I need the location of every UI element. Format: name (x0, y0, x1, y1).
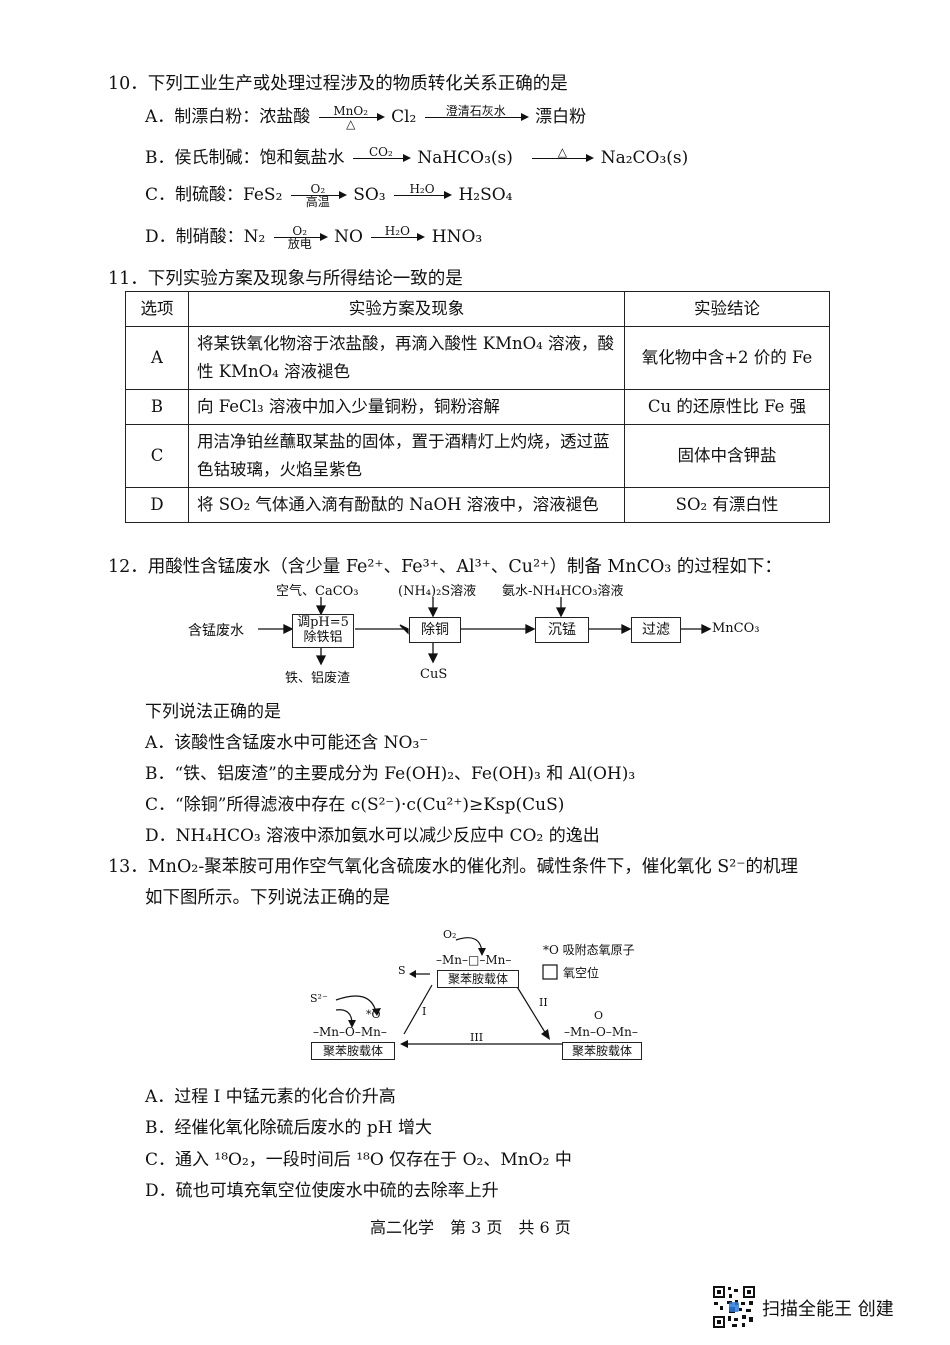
table-cell: D (125, 487, 189, 523)
mech-right-o: O (594, 1009, 604, 1022)
q10-a-label: A．制漂白粉：浓盐酸 (145, 107, 311, 127)
q12-option-d: D．NH₄HCO₃ 溶液中添加氨水可以减少反应中 CO₂ 的逸出 (145, 826, 600, 846)
arrow: CO₂ (352, 146, 411, 171)
table-cell: 氧化物中含+2 价的 Fe (624, 326, 830, 390)
flow-input: 含锰废水 (188, 623, 244, 639)
flow-box-ph: 调pH=5 除铁铝 (292, 614, 354, 648)
table-header: 实验方案及现象 (188, 291, 625, 327)
table-row: D 将 SO₂ 气体通入滴有酚酞的 NaOH 溶液中，溶液褪色 SO₂ 有漂白性 (125, 487, 830, 523)
mech-right-chain: –Mn–O–Mn– (564, 1025, 638, 1039)
mech-top-chain: –Mn–□–Mn– (436, 953, 512, 967)
q10-option-a: A．制漂白粉：浓盐酸 MnO₂△ Cl₂ 澄清石灰水 漂白粉 (145, 104, 587, 131)
mech-left-carrier: 聚苯胺载体 (311, 1042, 395, 1060)
q13-stem-line1: 13．MnO₂-聚苯胺可用作空气氧化含硫废水的催化剂。碱性条件下，催化氧化 S²… (108, 857, 799, 877)
qr-code-icon (712, 1285, 756, 1329)
table-cell: C (125, 424, 189, 488)
q12-option-b: B．“铁、铝废渣”的主要成分为 Fe(OH)₂、Fe(OH)₃ 和 Al(OH)… (145, 764, 636, 784)
page-footer: 高二化学 第 3 页 共 6 页 (370, 1218, 571, 1237)
mech-step-iii: III (470, 1031, 484, 1044)
table-row: A 将某铁氧化物溶于浓盐酸，再滴入酸性 KMnO₄ 溶液，酸性 KMnO₄ 溶液… (125, 326, 830, 390)
mech-s2: S²⁻ (310, 992, 328, 1005)
arrow: △ (532, 146, 595, 171)
table-cell: B (125, 389, 189, 425)
table-cell: 将 SO₂ 气体通入滴有酚酞的 NaOH 溶液中，溶液褪色 (188, 487, 625, 523)
mech-right-carrier: 聚苯胺载体 (562, 1042, 642, 1060)
table-cell: A (125, 326, 189, 390)
mech-top-carrier: 聚苯胺载体 (437, 970, 519, 988)
arrow: MnO₂△ (318, 105, 385, 130)
flow-product: MnCO₃ (712, 621, 760, 636)
table-row: C 用洁净铂丝蘸取某盐的固体，置于酒精灯上灼烧，透过蓝色钴玻璃，火焰呈紫色 固体… (125, 424, 830, 488)
q13-stem-line2: 如下图所示。下列说法正确的是 (145, 888, 390, 908)
q12-stem: 12．用酸性含锰废水（含少量 Fe²⁺、Fe³⁺、Al³⁺、Cu²⁺）制备 Mn… (108, 557, 782, 577)
arrow: H₂O (371, 225, 426, 250)
q13-option-a: A．过程 I 中锰元素的化合价升高 (145, 1087, 396, 1107)
q10-option-b: B．侯氏制碱：饱和氨盐水 CO₂ NaHCO₃(s) △ Na₂CO₃(s) (145, 143, 688, 171)
q12-prompt: 下列说法正确的是 (145, 702, 281, 722)
mech-step-i: I (422, 1005, 427, 1018)
flow-reagent2: (NH₄)₂S溶液 (398, 584, 477, 599)
mech-star-o: *O (366, 1008, 381, 1021)
q10-stem: 10．下列工业生产或处理过程涉及的物质转化关系正确的是 (108, 74, 568, 94)
flow-reagent1: 空气、CaCO₃ (276, 584, 359, 599)
mech-s: S (398, 964, 406, 977)
mech-legend-o: *O 吸附态氧原子 (543, 943, 635, 957)
flow-reagent3: 氨水-NH₄HCO₃溶液 (502, 584, 624, 599)
table-header: 实验结论 (624, 291, 830, 327)
flow-box-filter: 过滤 (631, 617, 681, 643)
flow-box-mn: 沉锰 (535, 617, 589, 643)
flow-waste1: 铁、铝废渣 (285, 671, 351, 686)
q13-option-c: C．通入 ¹⁸O₂，一段时间后 ¹⁸O 仅存在于 O₂、MnO₂ 中 (145, 1150, 572, 1170)
scanner-watermark: 扫描全能王 创建 (762, 1299, 894, 1320)
vacancy-legend-square (542, 964, 558, 980)
mech-step-ii: II (539, 996, 548, 1009)
mech-legend-vacancy: 氧空位 (563, 966, 600, 980)
table-cell: 固体中含钾盐 (624, 424, 830, 488)
q13-option-b: B．经催化氧化除硫后废水的 pH 增大 (145, 1118, 433, 1138)
table-header-row: 选项 实验方案及现象 实验结论 (125, 291, 830, 327)
arrow: H₂O (394, 183, 453, 208)
table-cell: 将某铁氧化物溶于浓盐酸，再滴入酸性 KMnO₄ 溶液，酸性 KMnO₄ 溶液褪色 (188, 326, 625, 390)
flow-box-cu: 除铜 (409, 617, 461, 643)
q12-option-a: A．该酸性含锰废水中可能还含 NO₃⁻ (145, 733, 429, 753)
arrow: 澄清石灰水 (424, 105, 529, 130)
table-cell: SO₂ 有漂白性 (624, 487, 830, 523)
q11-stem: 11．下列实验方案及现象与所得结论一致的是 (108, 269, 463, 289)
table-cell: 用洁净铂丝蘸取某盐的固体，置于酒精灯上灼烧，透过蓝色钴玻璃，火焰呈紫色 (188, 424, 625, 488)
q13-option-d: D．硫也可填充氧空位使废水中硫的去除率上升 (145, 1181, 499, 1201)
flow-waste2: CuS (420, 667, 448, 682)
q11-table: 选项 实验方案及现象 实验结论 A 将某铁氧化物溶于浓盐酸，再滴入酸性 KMnO… (125, 291, 830, 523)
q12-option-c: C．“除铜”所得滤液中存在 c(S²⁻)·c(Cu²⁺)≥Ksp(CuS) (145, 795, 565, 815)
mech-o2: O₂ (443, 928, 457, 941)
mech-left-chain: –Mn–O–Mn– (313, 1025, 387, 1039)
